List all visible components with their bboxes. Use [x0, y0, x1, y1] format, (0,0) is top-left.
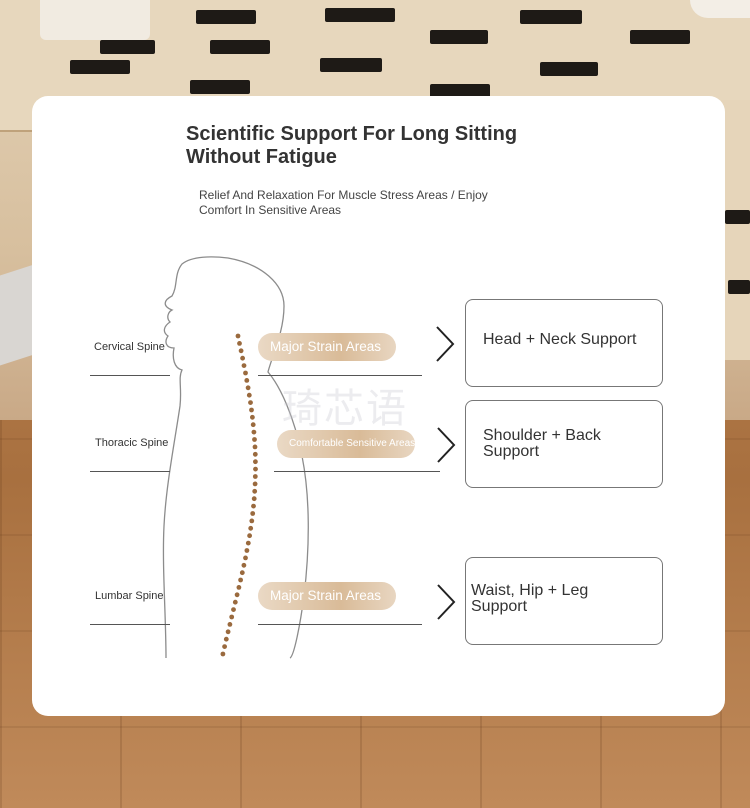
spine-dot — [231, 607, 236, 612]
rug-pattern-dash — [100, 40, 155, 54]
label-underline — [274, 471, 440, 472]
rug-pattern-dash — [190, 80, 250, 94]
rug-pattern-dash — [630, 30, 690, 44]
spine-dot — [247, 533, 253, 539]
spine-dot — [225, 629, 231, 635]
spine-dot — [251, 429, 257, 435]
spine-dot — [252, 481, 258, 487]
spine-dot — [244, 378, 250, 383]
spine-dot — [238, 577, 244, 583]
spine-dot — [249, 407, 254, 413]
laptop-edge — [0, 264, 34, 366]
support-box-head-neck: Head + Neck Support — [465, 299, 663, 387]
rug-pattern-dash — [210, 40, 270, 54]
chair-corner — [690, 0, 750, 18]
label-underline — [258, 375, 422, 376]
label-underline — [90, 471, 170, 472]
watermark: 琦芯语 — [282, 386, 408, 432]
rug-pattern-dash — [320, 58, 382, 72]
pill-comfortable-sensitive: Comfortable Sensitive Areas — [277, 430, 415, 458]
info-card: Scientific Support For Long Sitting With… — [32, 96, 725, 716]
spine-dot — [222, 644, 228, 649]
chevron-right-icon — [437, 584, 456, 620]
sofa-foot — [40, 0, 150, 40]
spine-dot — [248, 525, 254, 531]
spine-dot — [252, 451, 258, 457]
spine-dot — [239, 570, 245, 576]
spine-dot — [249, 518, 255, 524]
rug-pattern-dash — [430, 84, 490, 98]
chevron-right-icon — [437, 427, 456, 463]
spine-label-cervical: Cervical Spine — [94, 341, 165, 353]
spine-dot — [245, 385, 251, 391]
support-label: Waist, Hip + Leg Support — [471, 582, 589, 615]
spine-dot — [245, 540, 251, 546]
pill-major-strain-lumbar: Major Strain Areas — [258, 582, 396, 610]
spine-dot — [235, 333, 241, 339]
spine-dot — [251, 503, 256, 509]
page-subtitle: Relief And Relaxation For Muscle Stress … — [199, 188, 488, 217]
spine-dot — [238, 348, 244, 354]
support-label: Shoulder + Back Support — [483, 427, 601, 460]
spine-dot — [252, 474, 258, 479]
support-label: Head + Neck Support — [483, 331, 637, 348]
support-box-waist-hip-leg: Waist, Hip + Leg Support — [465, 557, 663, 645]
spine-label-lumbar: Lumbar Spine — [95, 590, 164, 602]
rug-pattern-dash — [196, 10, 256, 24]
spine-dot — [236, 585, 242, 590]
spine-label-thoracic: Thoracic Spine — [95, 437, 169, 449]
spine-dot — [223, 636, 229, 642]
spine-dot — [243, 555, 248, 561]
spine-dot — [252, 488, 258, 494]
spine-dot — [250, 422, 256, 428]
spine-dot — [251, 496, 257, 502]
spine-dot — [246, 392, 252, 398]
spine-dot — [252, 444, 258, 450]
spine-dot — [250, 414, 255, 420]
rug-pattern-dash — [325, 8, 395, 22]
pill-major-strain-cervical: Major Strain Areas — [258, 333, 396, 361]
label-underline — [258, 624, 422, 625]
spine-dot — [253, 466, 258, 472]
spine-dot — [232, 599, 238, 605]
spine-dot — [253, 459, 258, 465]
rug-pattern-dash — [430, 30, 488, 44]
label-underline — [90, 624, 170, 625]
rug-pattern-dash — [728, 280, 750, 294]
support-box-shoulder-back: Shoulder + Back Support — [465, 400, 663, 488]
rug-pattern-dash — [540, 62, 598, 76]
spine-dot — [252, 437, 257, 442]
rug-pattern-dash — [725, 210, 750, 224]
spine-dot — [234, 592, 240, 598]
spine-dot — [243, 370, 248, 376]
page-title: Scientific Support For Long Sitting With… — [186, 123, 518, 168]
spine-dot — [244, 548, 250, 553]
spine-dot — [227, 622, 233, 627]
chevron-right-icon — [436, 326, 455, 362]
rug-pattern-dash — [520, 10, 582, 24]
spine-dot — [240, 355, 246, 361]
spine-dot — [241, 363, 247, 368]
spine-dot — [220, 651, 226, 657]
spine-dot — [250, 511, 256, 516]
spine-dot — [229, 614, 235, 620]
rug-pattern-dash — [70, 60, 130, 74]
spine-dots-icon — [220, 333, 258, 657]
label-underline — [90, 375, 170, 376]
spine-dot — [237, 341, 242, 346]
spine-dot — [248, 400, 253, 405]
spine-dot — [241, 562, 247, 568]
